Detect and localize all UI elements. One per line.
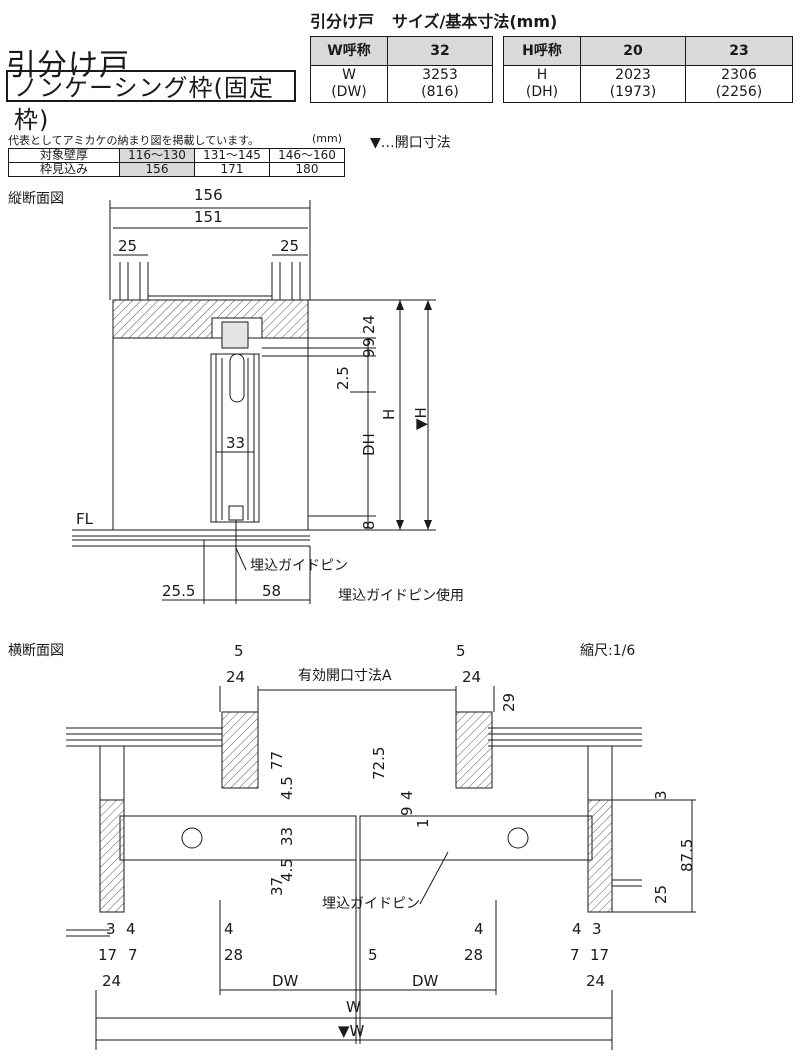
page-subtitle: ノンケーシング枠(固定枠) [6, 70, 296, 134]
dim-9a: 9 [360, 337, 378, 347]
dim-25-left: 25 [118, 237, 137, 255]
h-label: H [380, 409, 398, 420]
effective-opening-label: 有効開口寸法A [298, 668, 392, 684]
dim-9: 9 [398, 806, 416, 816]
dim-4-mid-right: 4 [474, 920, 484, 938]
dim-25-right: 25 [280, 237, 299, 255]
dim-7-right: 7 [570, 946, 580, 964]
wall-row1-c1: 116～130 [119, 148, 195, 163]
h-value-20-cell: 2023(1973) [580, 65, 686, 103]
dim-5-center: 5 [368, 946, 378, 964]
dim-33-h: 33 [278, 827, 296, 846]
dim-5-right: 5 [456, 642, 466, 660]
dw-left-label: DW [272, 972, 299, 990]
dim-4: 4 [398, 790, 416, 800]
dim-24-bottom-left: 24 [102, 972, 121, 990]
dim-25-h: 25 [652, 885, 670, 904]
dim-24-right: 24 [462, 668, 481, 686]
dim-4-5a: 4.5 [278, 776, 296, 800]
scale-label: 縮尺:1/6 [580, 643, 636, 659]
dim-28-right: 28 [464, 946, 483, 964]
dim-28-left: 28 [224, 946, 243, 964]
dim-37: 37 [268, 877, 286, 896]
w-nominal: 32 [387, 36, 493, 66]
dh-label: DH [360, 433, 378, 456]
w-value-cell: 3253(816) [387, 65, 493, 103]
dim-9b: 9 [360, 348, 378, 358]
dim-4-5b: 4.5 [278, 858, 296, 882]
dim-72-5: 72.5 [370, 747, 388, 780]
dim-77: 77 [268, 751, 286, 770]
guide-pin-label: 埋込ガイドピン [250, 558, 348, 574]
dim-24: 24 [360, 315, 378, 334]
dim-4-left: 4 [126, 920, 136, 938]
wall-row2-label: 枠見込み [8, 162, 120, 177]
opening-marker-note: ▼…開口寸法 [370, 135, 451, 151]
dim-17-right: 17 [590, 946, 609, 964]
w-label: W [346, 998, 361, 1016]
h-value-23-cell: 2306(2256) [685, 65, 793, 103]
dim-2-5: 2.5 [334, 366, 352, 390]
fl-label: FL [76, 510, 94, 528]
dim-4-right: 4 [572, 920, 582, 938]
h-open-label: ▼H [412, 407, 430, 430]
dim-24-bottom-right: 24 [586, 972, 605, 990]
w-label-cell: W(DW) [310, 65, 388, 103]
dim-3-left: 3 [106, 920, 116, 938]
header-product-label: 引分け戸 [310, 12, 375, 31]
horizontal-section-title: 横断面図 [8, 643, 64, 659]
header-size-label: サイズ/基本寸法(mm) [392, 12, 558, 31]
dim-33: 33 [226, 434, 245, 452]
dim-24-left: 24 [226, 668, 245, 686]
dim-151: 151 [194, 208, 223, 226]
unit-note: (mm) [312, 132, 343, 145]
dim-25-5: 25.5 [162, 582, 195, 600]
guide-pin-label-h: 埋込ガイドピン [322, 896, 420, 912]
dim-1: 1 [414, 818, 432, 828]
dim-4-mid-left: 4 [224, 920, 234, 938]
dim-3-right: 3 [652, 790, 670, 800]
h-nominal-23: 23 [685, 36, 793, 66]
h-header: H呼称 [503, 36, 581, 66]
dim-156: 156 [194, 186, 223, 204]
dw-right-label: DW [412, 972, 439, 990]
dim-3-right-bottom: 3 [592, 920, 602, 938]
spec-table: W呼称 32 H呼称 20 23 W(DW) 3253(816) H(DH) 2… [310, 36, 793, 103]
dim-5-left: 5 [234, 642, 244, 660]
dim-58: 58 [262, 582, 281, 600]
page-title: 引分け戸 [6, 48, 130, 83]
dim-7-left: 7 [128, 946, 138, 964]
wall-row2-c3: 180 [269, 162, 345, 177]
w-open-label: ▼W [338, 1022, 365, 1040]
dim-17-left: 17 [98, 946, 117, 964]
dim-87-5: 87.5 [678, 839, 696, 872]
h-nominal-20: 20 [580, 36, 686, 66]
representative-note: 代表としてアミカケの納まり図を掲載しています。 [8, 134, 260, 147]
dim-29: 29 [500, 693, 518, 712]
guide-pin-used-label: 埋込ガイドピン使用 [338, 587, 464, 604]
dim-8: 8 [360, 520, 378, 530]
vertical-section-title: 縦断面図 [8, 191, 64, 207]
wall-thickness-table: 対象壁厚 116～130 131～145 146～160 枠見込み 156 17… [8, 148, 345, 177]
wall-row2-c1: 156 [119, 162, 195, 177]
